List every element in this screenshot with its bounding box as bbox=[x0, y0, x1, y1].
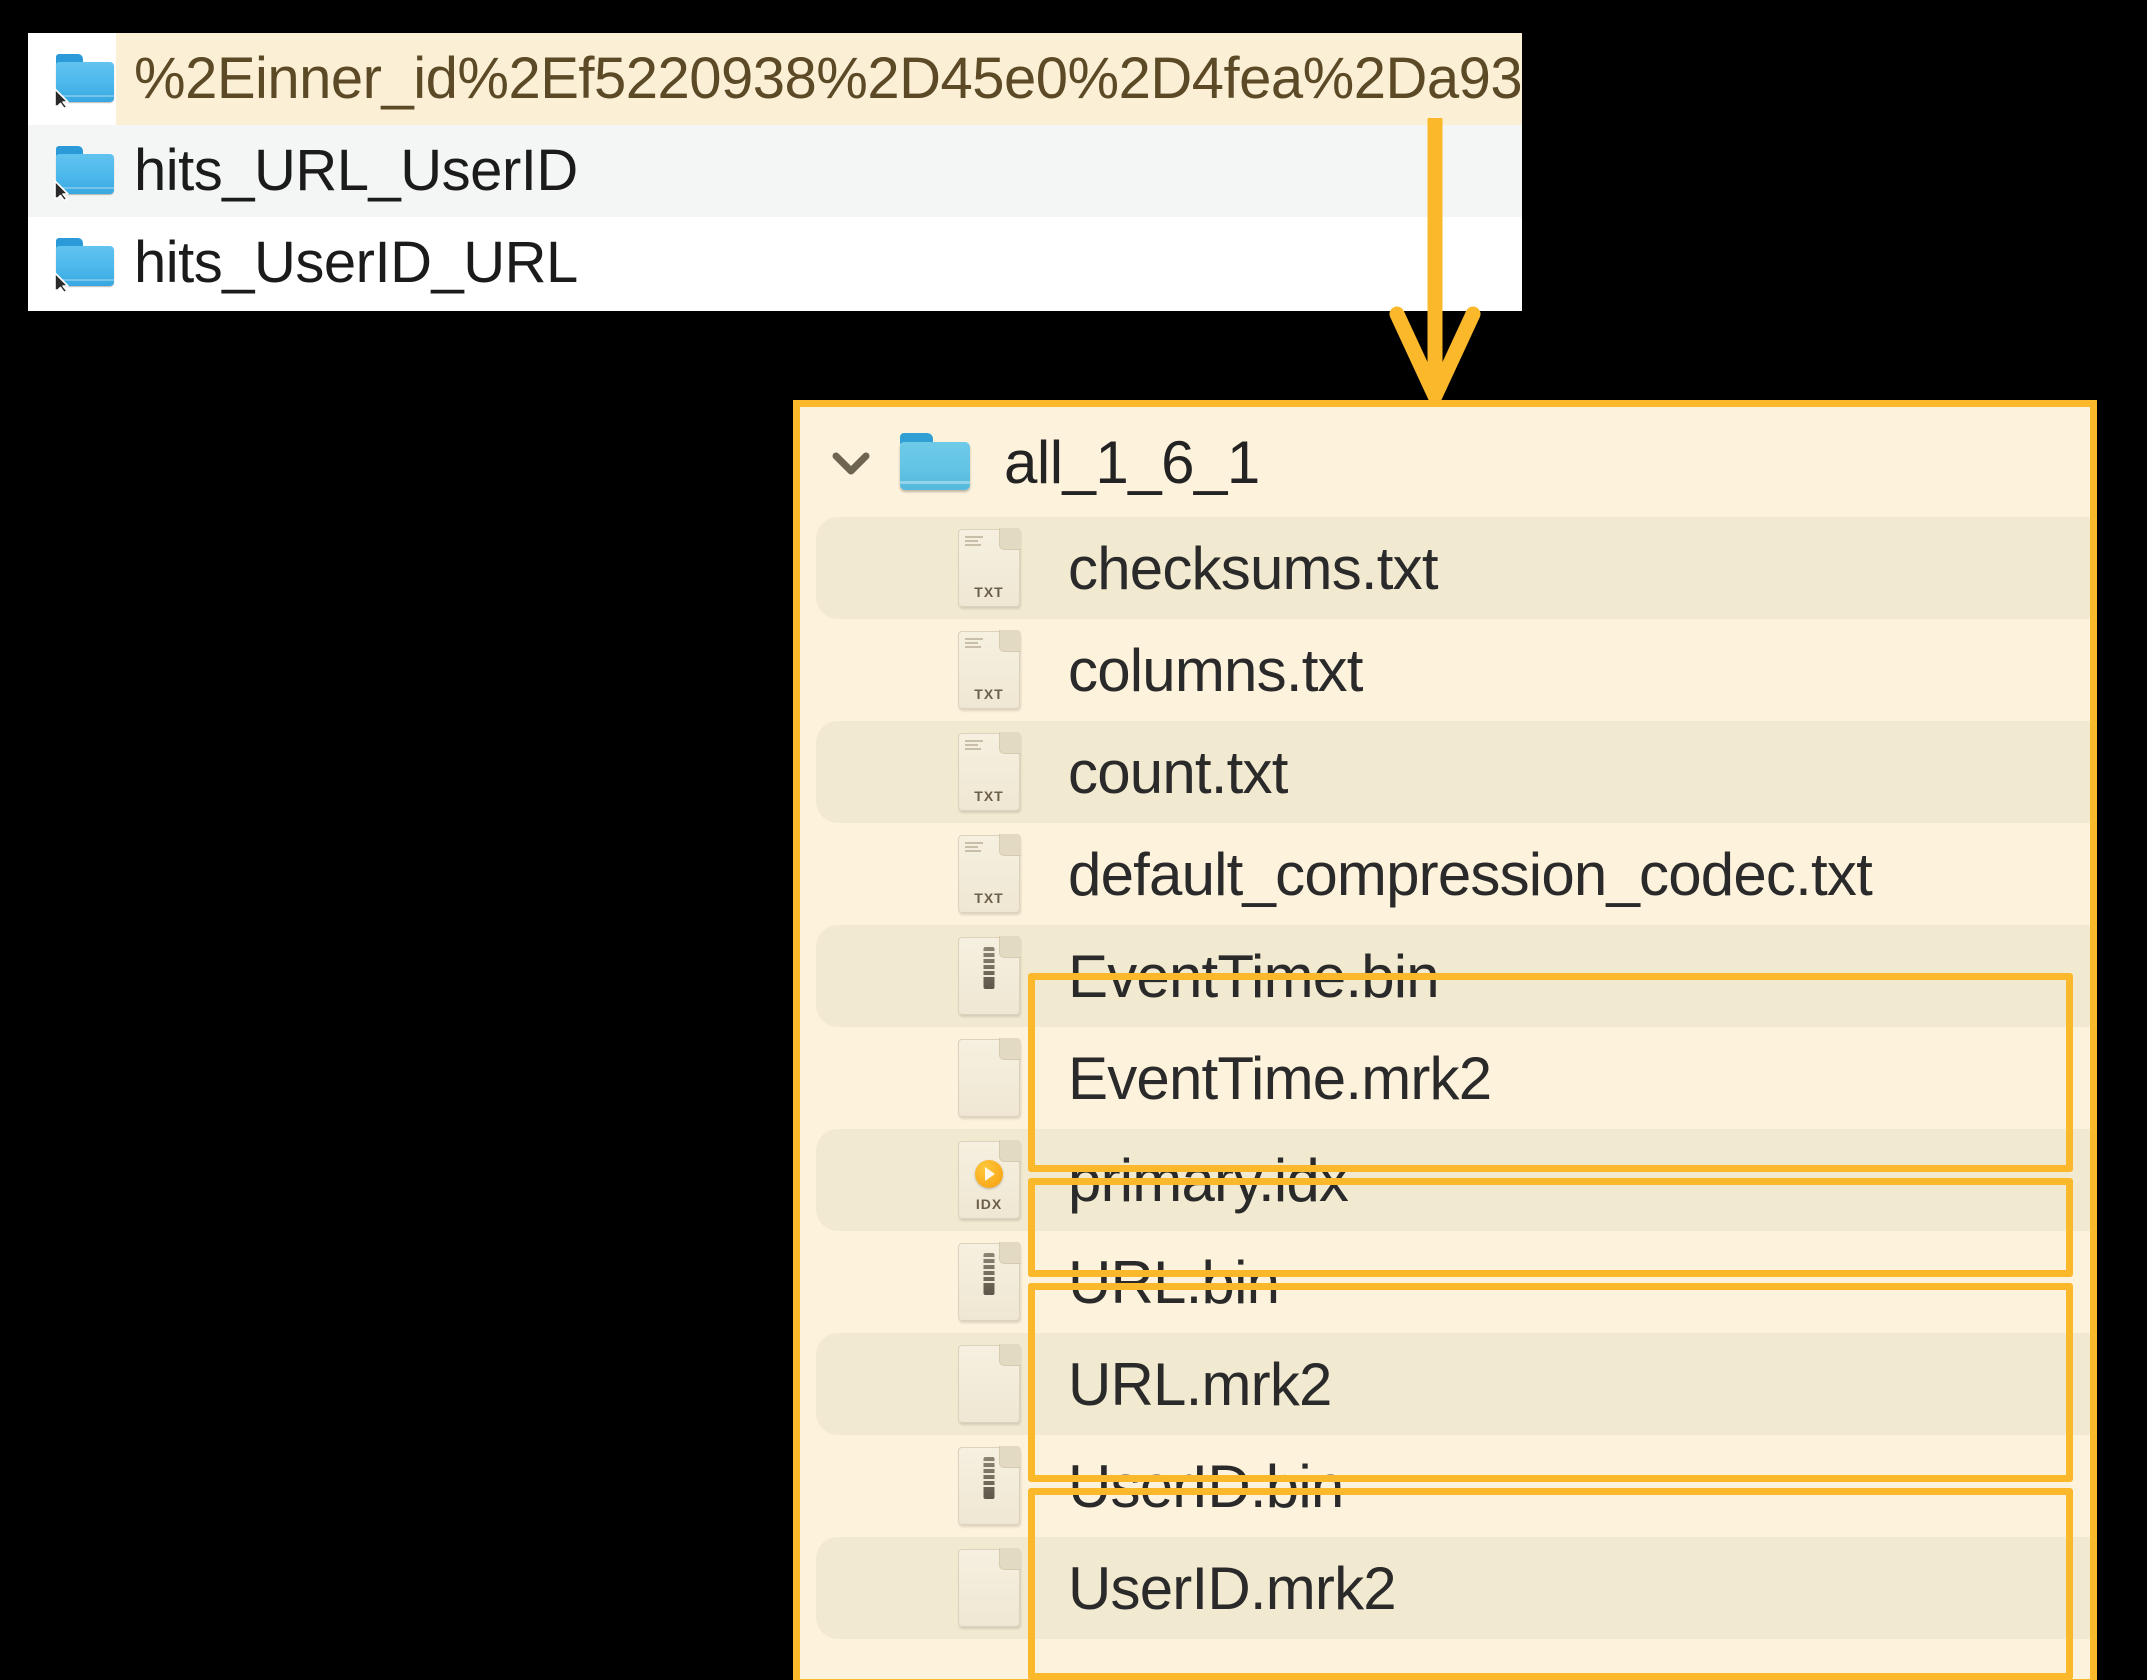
file-name: primary.idx bbox=[1068, 1146, 1349, 1214]
idx-file-icon: IDX bbox=[958, 1140, 1021, 1219]
list-item[interactable]: hits_UserID_URL bbox=[28, 217, 1522, 309]
bin-file-icon bbox=[958, 1242, 1021, 1321]
file-row[interactable]: EventTime.mrk2 bbox=[800, 1027, 2090, 1129]
txt-file-icon: TXT bbox=[958, 630, 1021, 709]
folder-icon bbox=[900, 433, 972, 491]
file-row[interactable]: URL.mrk2 bbox=[800, 1333, 2090, 1435]
file-ext-label: TXT bbox=[974, 788, 1004, 804]
symlink-arrow-icon bbox=[54, 272, 69, 293]
chevron-down-icon[interactable] bbox=[824, 435, 878, 489]
folder-symlink-icon bbox=[54, 238, 116, 293]
blank-file-icon bbox=[958, 1548, 1021, 1627]
arrow-down-connector bbox=[1389, 118, 1481, 404]
symlink-folder-list: %2Einner_id%2Ef5220938%2D45e0%2D4fea%2Da… bbox=[28, 33, 1522, 311]
blank-file-icon bbox=[958, 1038, 1021, 1117]
file-row[interactable]: UserID.bin bbox=[800, 1435, 2090, 1537]
file-name: URL.bin bbox=[1068, 1248, 1280, 1316]
list-item[interactable]: %2Einner_id%2Ef5220938%2D45e0%2D4fea%2Da… bbox=[28, 33, 1522, 125]
directory-header-row[interactable]: all_1_6_1 bbox=[800, 407, 2090, 517]
txt-file-icon: TXT bbox=[958, 834, 1021, 913]
file-row[interactable]: EventTime.bin bbox=[800, 925, 2090, 1027]
directory-name: all_1_6_1 bbox=[1004, 428, 1260, 496]
list-item[interactable]: hits_URL_UserID bbox=[28, 125, 1522, 217]
file-row[interactable]: TXT checksums.txt bbox=[800, 517, 2090, 619]
file-name: checksums.txt bbox=[1068, 534, 1439, 602]
file-row[interactable]: TXT columns.txt bbox=[800, 619, 2090, 721]
bin-file-icon bbox=[958, 1446, 1021, 1525]
folder-symlink-icon bbox=[54, 54, 116, 109]
part-directory-listing: all_1_6_1 TXT checksums.txt TXT columns. bbox=[793, 400, 2097, 1680]
file-ext-label: TXT bbox=[974, 584, 1004, 600]
symlink-arrow-icon bbox=[54, 88, 69, 109]
bin-file-icon bbox=[958, 936, 1021, 1015]
file-ext-label: TXT bbox=[974, 890, 1004, 906]
txt-file-icon: TXT bbox=[958, 528, 1021, 607]
file-name: default_compression_codec.txt bbox=[1068, 840, 1873, 908]
file-ext-label: TXT bbox=[974, 686, 1004, 702]
symlink-name: %2Einner_id%2Ef5220938%2D45e0%2D4fea%2Da… bbox=[116, 33, 1522, 125]
txt-file-icon: TXT bbox=[958, 732, 1021, 811]
file-name: EventTime.bin bbox=[1068, 942, 1440, 1010]
file-row[interactable]: URL.bin bbox=[800, 1231, 2090, 1333]
symlink-arrow-icon bbox=[54, 180, 69, 201]
blank-file-icon bbox=[958, 1344, 1021, 1423]
symlink-name: hits_UserID_URL bbox=[134, 230, 578, 295]
symlink-name: hits_URL_UserID bbox=[134, 138, 578, 203]
file-name: UserID.bin bbox=[1068, 1452, 1344, 1520]
file-name: count.txt bbox=[1068, 738, 1288, 806]
file-ext-label: IDX bbox=[975, 1196, 1003, 1212]
file-row[interactable]: TXT count.txt bbox=[800, 721, 2090, 823]
file-name: EventTime.mrk2 bbox=[1068, 1044, 1492, 1112]
file-name: columns.txt bbox=[1068, 636, 1363, 704]
file-row[interactable]: TXT default_compression_codec.txt bbox=[800, 823, 2090, 925]
file-name: UserID.mrk2 bbox=[1068, 1554, 1397, 1622]
file-row[interactable]: IDX primary.idx bbox=[800, 1129, 2090, 1231]
file-row[interactable]: UserID.mrk2 bbox=[800, 1537, 2090, 1639]
file-name: URL.mrk2 bbox=[1068, 1350, 1332, 1418]
folder-symlink-icon bbox=[54, 146, 116, 201]
